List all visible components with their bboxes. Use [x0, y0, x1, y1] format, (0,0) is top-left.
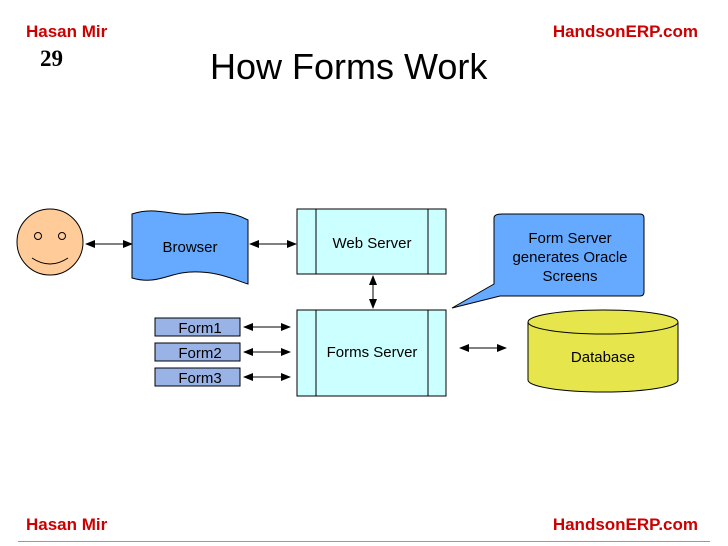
slide-number: 29	[40, 46, 63, 71]
database-label: Database	[571, 349, 635, 366]
callout-line-1: Form Server	[528, 230, 611, 247]
browser-shape: Browser	[131, 210, 249, 285]
forms-server-label: Forms Server	[327, 344, 418, 361]
web-server-box: Web Server	[296, 208, 447, 275]
header-author: Hasan Mir	[26, 22, 108, 41]
form1-box: Form1	[154, 317, 241, 337]
form3-label: Form3	[178, 370, 221, 387]
web-server-label: Web Server	[333, 235, 412, 252]
form3-box: Form3	[154, 367, 241, 387]
page-title: How Forms Work	[210, 46, 488, 87]
callout-line-2: generates Oracle	[512, 249, 627, 266]
callout-bubble: Form Server generates Oracle Screens	[451, 213, 645, 309]
database-cylinder: Database	[527, 309, 679, 393]
form2-box: Form2	[154, 342, 241, 362]
browser-label: Browser	[162, 239, 217, 256]
callout-line-3: Screens	[542, 268, 597, 285]
form2-label: Form2	[178, 345, 221, 362]
form1-label: Form1	[178, 320, 221, 337]
footer-website: HandsonERP.com	[552, 515, 698, 534]
header-website: HandsonERP.com	[552, 22, 698, 41]
forms-server-box: Forms Server	[296, 309, 447, 397]
footer-author: Hasan Mir	[26, 515, 108, 534]
bottom-divider	[18, 541, 710, 542]
user-smiley-icon	[16, 208, 84, 276]
